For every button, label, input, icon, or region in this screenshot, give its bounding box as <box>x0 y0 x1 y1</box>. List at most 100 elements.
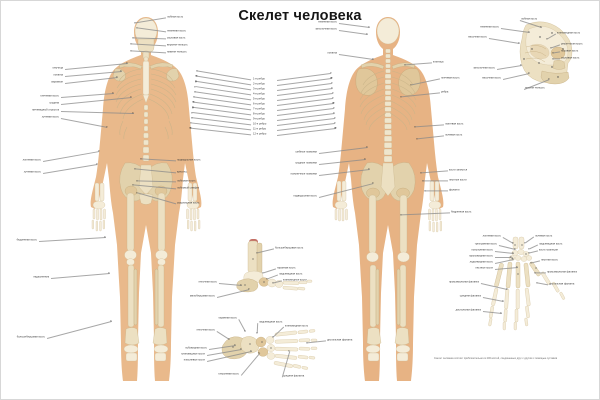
anatomy-label: акромион <box>51 80 63 84</box>
leader-line <box>416 136 444 140</box>
leader-line <box>400 93 440 98</box>
leader-endpoint-dot <box>256 252 258 254</box>
leader-endpoint-dot <box>333 112 335 114</box>
leader-line <box>240 353 260 376</box>
leader-endpoint-dot <box>132 184 134 186</box>
anatomy-label: поясничные позвонки <box>290 172 317 176</box>
anatomy-label: височная кость <box>468 35 487 39</box>
leader-line <box>488 38 520 44</box>
leader-endpoint-dot <box>191 117 193 119</box>
ankle-svg <box>236 239 313 293</box>
leader-endpoint-dot <box>98 150 100 152</box>
leader-endpoint-dot <box>331 87 333 89</box>
leader-endpoint-dot <box>306 342 308 344</box>
leader-line <box>498 245 516 250</box>
leader-endpoint-dot <box>422 180 424 182</box>
rib-label: 11-е ребро <box>253 127 267 131</box>
anatomy-label: ребра <box>441 90 449 94</box>
anatomy-label: фаланги <box>449 188 460 192</box>
foot-svg <box>221 329 318 370</box>
leader-endpoint-dot <box>266 278 268 280</box>
leader-line <box>196 71 252 81</box>
leader-endpoint-dot <box>136 192 138 194</box>
leader-line <box>550 45 560 49</box>
leader-line <box>528 245 538 250</box>
leader-endpoint-dot <box>540 26 542 28</box>
leader-endpoint-dot <box>196 70 198 72</box>
leader-line <box>496 65 522 70</box>
anatomy-label: локтевая кость <box>482 234 501 238</box>
inset-hand <box>471 233 576 333</box>
anatomy-label: проксимальная фаланга <box>547 270 578 274</box>
leader-endpoint-dot <box>190 122 192 124</box>
leader-endpoint-dot <box>130 43 132 45</box>
leader-endpoint-dot <box>140 158 142 160</box>
rib-label: 12-е ребро <box>253 132 267 136</box>
anatomy-label: пястные кости <box>449 178 467 182</box>
anatomy-label: пястные кости <box>475 266 493 270</box>
leader-line <box>318 147 368 154</box>
anatomy-label: ключица <box>52 66 63 70</box>
leader-endpoint-dot <box>136 27 138 29</box>
leader-endpoint-dot <box>130 96 132 98</box>
leader-line <box>266 275 278 280</box>
footnote-text: Скелет человека состоит приблизительно и… <box>434 357 558 360</box>
leader-endpoint-dot <box>134 22 136 24</box>
leader-line <box>528 251 538 254</box>
anatomy-label: плюсневые кости <box>183 358 205 362</box>
leader-endpoint-dot <box>240 348 242 350</box>
anatomy-label: лучевая кость <box>23 170 41 174</box>
anatomy-label: кость-трапеция <box>539 248 558 252</box>
leader-endpoint-dot <box>528 72 530 74</box>
leader-endpoint-dot <box>288 350 290 352</box>
leader-endpoint-dot <box>550 47 552 49</box>
rib-label: 10-е ребро <box>253 122 267 126</box>
leader-line <box>60 97 132 105</box>
inset-foot <box>219 323 319 379</box>
leader-endpoint-dot <box>334 122 336 124</box>
leader-line <box>136 193 176 205</box>
leader-line <box>133 38 166 40</box>
leader-endpoint-dot <box>195 80 197 82</box>
leader-line <box>216 289 250 298</box>
leader-endpoint-dot <box>194 91 196 93</box>
anatomy-label: средняя фаланга <box>459 294 481 298</box>
leader-endpoint-dot <box>512 252 514 254</box>
leader-endpoint-dot <box>372 182 374 184</box>
leader-endpoint-dot <box>548 78 550 80</box>
leader-endpoint-dot <box>414 126 416 128</box>
leader-endpoint-dot <box>134 168 136 170</box>
anatomy-label: грудина <box>49 101 59 105</box>
leader-endpoint-dot <box>506 288 508 290</box>
leader-endpoint-dot <box>256 332 258 334</box>
anatomy-label: локтевая кость <box>445 122 464 126</box>
anatomy-label: лобковая кость <box>177 179 196 183</box>
anterior-skeleton-svg <box>90 17 202 381</box>
anatomy-label: решетчатая кость <box>561 42 583 46</box>
leader-endpoint-dot <box>258 352 260 354</box>
leader-line <box>420 171 448 174</box>
leader-endpoint-dot <box>193 96 195 98</box>
leader-line <box>500 28 530 33</box>
leader-line <box>494 251 514 254</box>
rib-label: 1-е ребро <box>253 77 265 81</box>
leader-endpoint-dot <box>240 284 242 286</box>
leader-endpoint-dot <box>520 64 522 66</box>
leader-line <box>530 261 540 264</box>
leader-endpoint-dot <box>132 37 134 39</box>
leader-endpoint-dot <box>512 242 514 244</box>
leader-line <box>338 30 368 35</box>
leader-line <box>134 18 166 24</box>
anatomy-label: ладьевидная кость <box>469 260 493 264</box>
leader-endpoint-dot <box>228 338 230 340</box>
leader-endpoint-dot <box>400 96 402 98</box>
leader-line <box>208 345 236 350</box>
rib-label: 7-е ребро <box>253 107 265 111</box>
anterior-bones <box>91 17 201 362</box>
leader-endpoint-dot <box>112 92 114 94</box>
leader-line <box>140 159 176 162</box>
anatomy-label: подвздошная кость <box>177 158 201 162</box>
anatomy-label: теменная кость <box>480 25 499 29</box>
anatomy-label: локтевая кость <box>22 158 41 162</box>
leader-line <box>306 341 326 344</box>
